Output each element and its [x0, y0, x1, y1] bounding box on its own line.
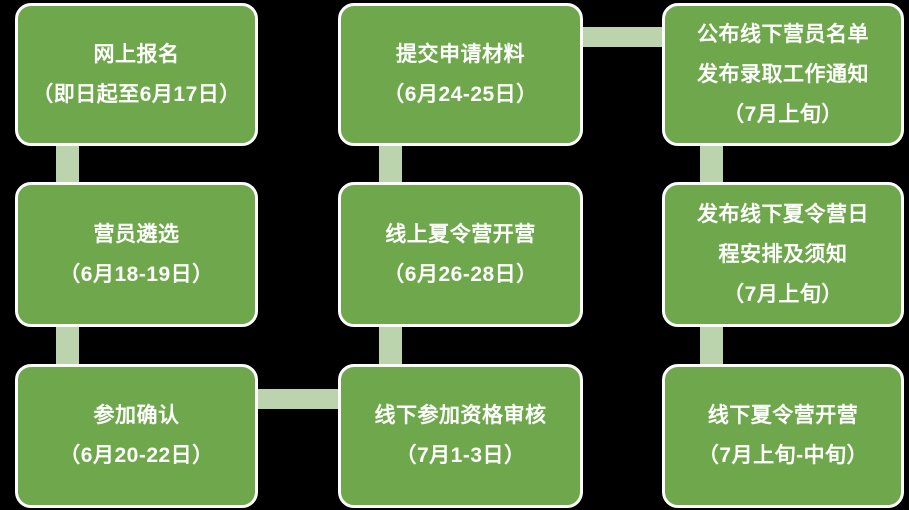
step-publish-offline-camp-schedule: 发布线下夏令营日 程安排及须知 （7月上旬） [662, 182, 904, 327]
step-date: （即日起至6月17日） [32, 82, 241, 106]
step-date: （6月20-22日） [59, 444, 214, 467]
step-announce-offline-camper-list: 公布线下营员名单 发布录取工作通知 （7月上旬） [662, 3, 904, 146]
step-title: 营员遴选 [93, 222, 180, 246]
step-title: 线下参加资格审核 [374, 404, 547, 427]
step-date: （6月24-25日） [383, 82, 538, 106]
step-title: 公布线下营员名单 [697, 22, 869, 46]
step-title: 发布线下夏令营日 [697, 202, 869, 226]
connector-bottom-col1-col2 [252, 389, 344, 409]
step-date: （7月上旬） [723, 282, 843, 306]
connector-col3-row2-row3 [700, 322, 723, 370]
step-offline-qualification-review: 线下参加资格审核 （7月1-3日） [338, 364, 583, 508]
connector-col2-row1-row2 [379, 142, 402, 188]
connector-col1-row1-row2 [56, 140, 79, 188]
step-title: 线下夏令营开营 [707, 404, 859, 427]
step-online-camp-opening: 线上夏令营开营 （6月26-28日） [338, 182, 583, 327]
step-title: 参加确认 [93, 404, 180, 427]
step-title: 网上报名 [93, 42, 180, 66]
step-title: 线上夏令营开营 [385, 222, 536, 246]
step-date: （7月上旬-中旬） [697, 444, 869, 467]
step-date: （6月18-19日） [59, 262, 214, 286]
connector-col1-row2-row3 [56, 320, 79, 370]
step-date: （6月26-28日） [383, 262, 538, 286]
connector-top-col2-col3 [576, 27, 668, 47]
step-participation-confirmation: 参加确认 （6月20-22日） [15, 364, 258, 508]
connector-col2-row2-row3 [379, 322, 402, 370]
step-date: （7月1-3日） [395, 444, 526, 467]
step-date: （7月上旬） [723, 102, 843, 126]
connector-col3-row1-row2 [700, 142, 723, 188]
step-title-2: 发布录取工作通知 [697, 62, 869, 86]
step-title-2: 程安排及须知 [718, 242, 848, 266]
step-submit-application-materials: 提交申请材料 （6月24-25日） [338, 3, 583, 146]
step-title: 提交申请材料 [396, 42, 525, 66]
step-offline-camp-opening: 线下夏令营开营 （7月上旬-中旬） [662, 364, 904, 508]
step-online-registration: 网上报名 （即日起至6月17日） [15, 3, 258, 146]
step-camper-selection: 营员遴选 （6月18-19日） [15, 182, 258, 327]
